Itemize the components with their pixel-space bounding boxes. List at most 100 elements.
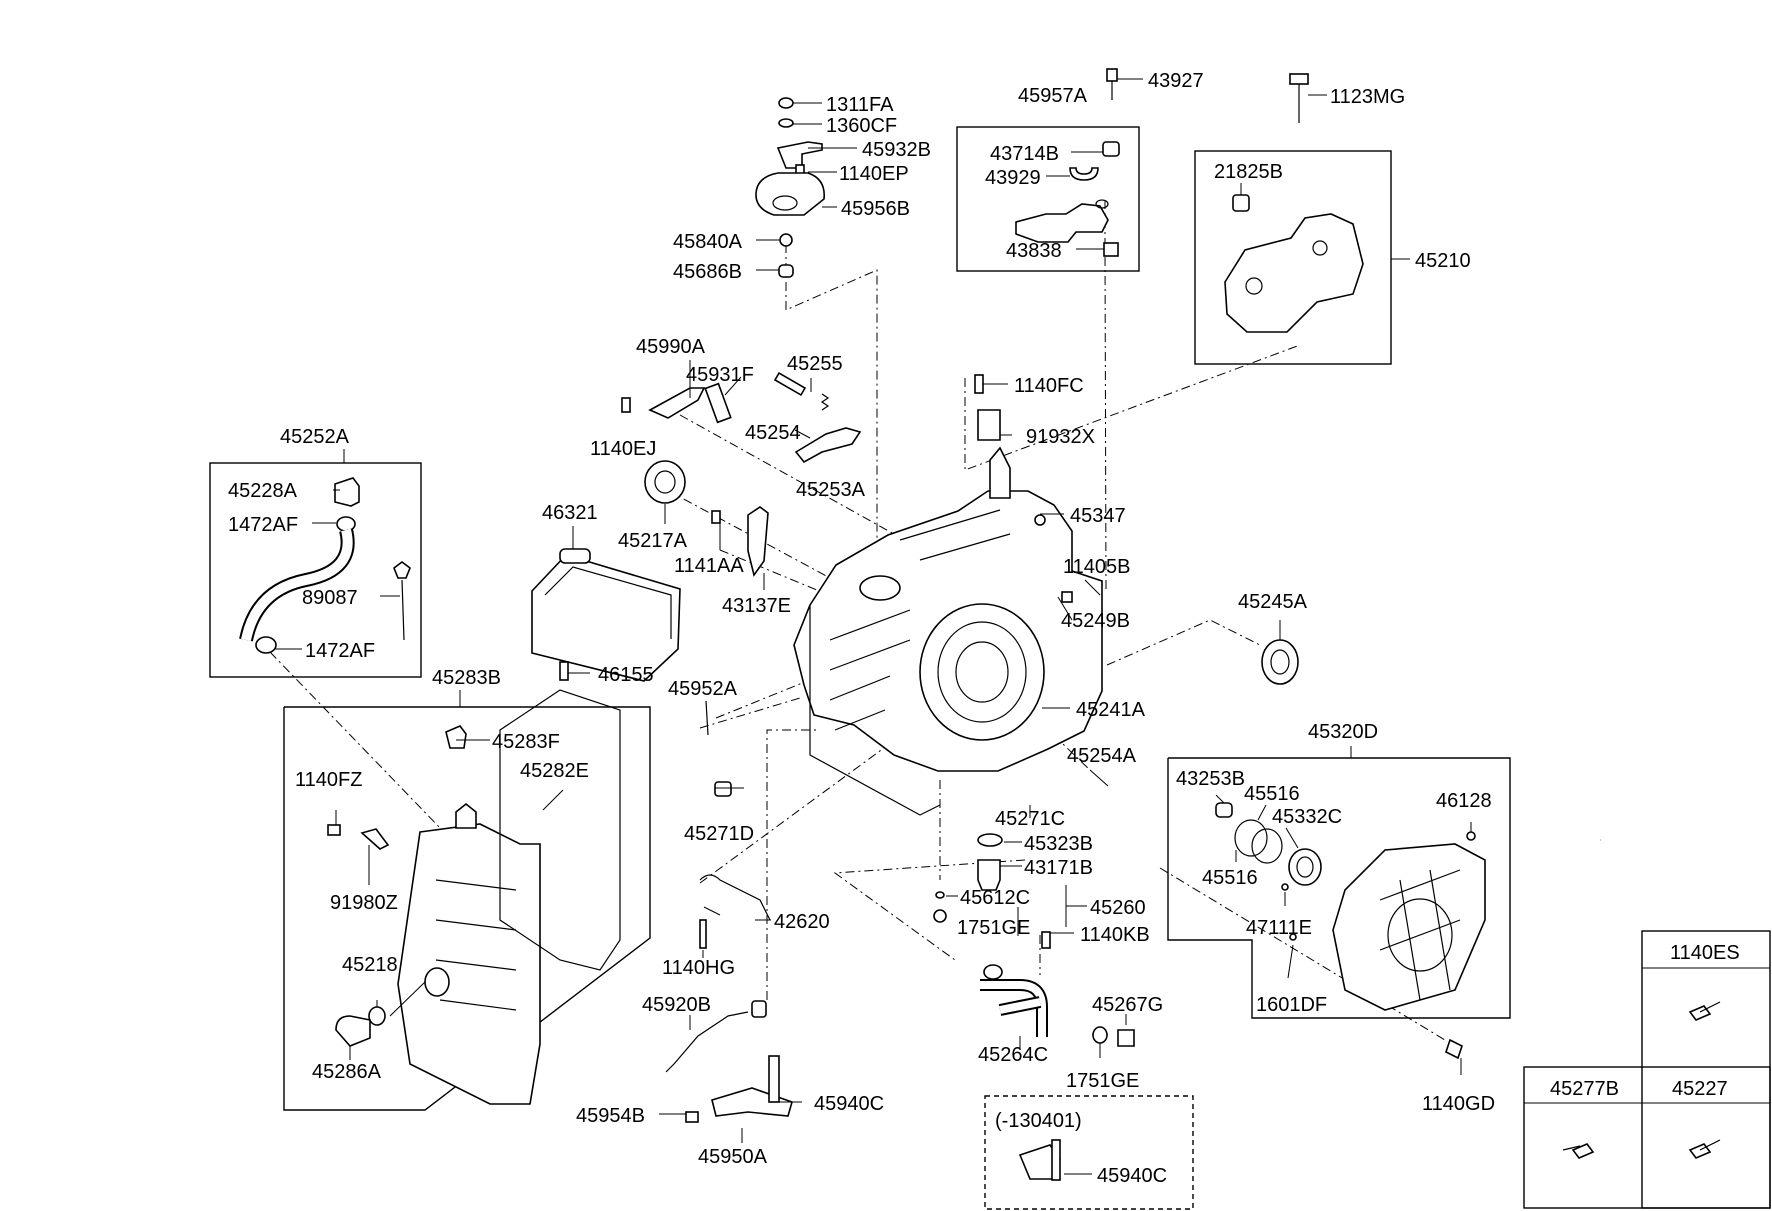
- label-1140fz: 1140FZ: [295, 769, 362, 791]
- label-42620: 42620: [774, 911, 830, 933]
- label-45254a: 45254A: [1067, 745, 1137, 767]
- plug-45271d: [714, 781, 732, 797]
- linkage-parts: [665, 874, 793, 1123]
- group-box-45252a: [209, 462, 422, 678]
- label-45950a: 45950A: [698, 1146, 768, 1168]
- label-45264c: 45264C: [978, 1044, 1048, 1066]
- label-1311fa: 1311FA: [826, 94, 894, 116]
- label-1140kb: 1140KB: [1080, 924, 1150, 946]
- label-45286a: 45286A: [312, 1061, 382, 1083]
- label-43253b: 43253B: [1176, 768, 1245, 790]
- filter-46321: [531, 548, 681, 682]
- label-43171b: 43171B: [1024, 857, 1093, 879]
- cover-45320d: [1215, 802, 1486, 1060]
- bracket-45957a: [1015, 68, 1120, 257]
- group-box-45210: [1194, 150, 1392, 365]
- legend-label-45277b: 45277B: [1550, 1078, 1619, 1100]
- label-1751ge-top: 1751GE: [957, 917, 1030, 939]
- label-45271c: 45271C: [995, 808, 1065, 830]
- label-45252a: 45252A: [280, 426, 350, 448]
- label-45940c: 45940C: [814, 1093, 884, 1115]
- label-1472af-bottom: 1472AF: [305, 640, 375, 662]
- bracket-45210: [1224, 73, 1364, 333]
- label-1141aa: 1141AA: [674, 555, 744, 577]
- label-45282e: 45282E: [520, 760, 589, 782]
- label-45241a: 45241A: [1076, 699, 1146, 721]
- label-45932b: 45932B: [862, 139, 931, 161]
- label-45255: 45255: [787, 353, 843, 375]
- seal-45245a: [1261, 639, 1299, 685]
- transmission-case-45241a: [793, 446, 1103, 816]
- label-43927: 43927: [1148, 70, 1204, 92]
- label-45612c: 45612C: [960, 887, 1030, 909]
- group-box-130401: [984, 1095, 1194, 1210]
- label-43838: 43838: [1006, 240, 1062, 262]
- label-21825b: 21825B: [1214, 161, 1283, 183]
- label-45954b: 45954B: [576, 1105, 645, 1127]
- label-45516-top: 45516: [1244, 783, 1300, 805]
- group-box-45320d: [1167, 757, 1511, 1019]
- label-45267g: 45267G: [1092, 994, 1163, 1016]
- label-45249b: 45249B: [1061, 610, 1130, 632]
- label-91932x: 91932X: [1026, 426, 1095, 448]
- label-91980z: 91980Z: [330, 892, 398, 914]
- label-1140ej: 1140EJ: [590, 438, 656, 460]
- label-11405b: 11405B: [1063, 556, 1130, 578]
- part-labels: 1311FA 1360CF 45932B 1140EP 45956B 45840…: [228, 70, 1740, 1187]
- label-1601df: 1601DF: [1256, 994, 1327, 1016]
- label-46321: 46321: [542, 502, 598, 524]
- label-130401: (-130401): [995, 1110, 1082, 1132]
- label-45253a: 45253A: [796, 479, 866, 501]
- label-1140fc: 1140FC: [1014, 375, 1084, 397]
- label-45940c-inset: 45940C: [1097, 1165, 1167, 1187]
- legend-label-1140es: 1140ES: [1670, 942, 1740, 964]
- legend-bolt-icons: [1562, 1001, 1721, 1159]
- pipe-45264c: [980, 931, 1135, 1047]
- label-45254: 45254: [745, 422, 801, 444]
- bracket-43137e: [711, 506, 769, 577]
- label-45956b: 45956B: [841, 198, 910, 220]
- label-45283b: 45283B: [432, 667, 501, 689]
- leader-lines: [274, 78, 1472, 1175]
- label-45957a: 45957A: [1018, 85, 1088, 107]
- valve-parts-45260: [933, 833, 1003, 923]
- label-46155: 46155: [598, 664, 654, 686]
- label-45990a: 45990A: [636, 336, 706, 358]
- hose-45252a: [239, 477, 411, 654]
- label-45228a: 45228A: [228, 480, 298, 502]
- label-45210: 45210: [1415, 250, 1471, 272]
- label-45323b: 45323B: [1024, 833, 1093, 855]
- group-box-45957a: [956, 126, 1140, 272]
- legend-label-45227: 45227: [1672, 1078, 1728, 1100]
- label-43929: 43929: [985, 167, 1041, 189]
- label-43714b: 43714B: [990, 143, 1059, 165]
- label-45686b: 45686B: [673, 261, 742, 283]
- label-45271d: 45271D: [684, 823, 754, 845]
- label-89087: 89087: [302, 587, 358, 609]
- label-45260: 45260: [1090, 897, 1146, 919]
- label-1751ge-bottom: 1751GE: [1066, 1070, 1139, 1092]
- label-1140hg: 1140HG: [662, 957, 735, 979]
- label-45920b: 45920B: [642, 994, 711, 1016]
- part-45940c-inset: [1018, 1139, 1061, 1181]
- label-1123mg: 1123MG: [1330, 86, 1405, 108]
- label-45245a: 45245A: [1238, 591, 1308, 613]
- label-45283f: 45283F: [492, 731, 560, 753]
- sensor-stack-45956b: [755, 97, 825, 278]
- label-1360cf: 1360CF: [826, 115, 897, 137]
- label-1140gd: 1140GD: [1422, 1093, 1495, 1115]
- pin-45952a: [705, 700, 709, 736]
- label-45931f: 45931F: [686, 364, 754, 386]
- label-45332c: 45332C: [1272, 806, 1342, 828]
- label-1472af-top: 1472AF: [228, 514, 298, 536]
- label-45952a: 45952A: [668, 678, 738, 700]
- label-45320d: 45320D: [1308, 721, 1378, 743]
- label-46128: 46128: [1436, 790, 1492, 812]
- label-1140ep: 1140EP: [839, 163, 909, 185]
- label-43137e: 43137E: [722, 595, 791, 617]
- shift-lever-parts: [621, 371, 1001, 464]
- legend-grid: [1523, 930, 1771, 1209]
- label-45516-bottom: 45516: [1202, 867, 1258, 889]
- label-47111e: 47111E: [1246, 917, 1312, 939]
